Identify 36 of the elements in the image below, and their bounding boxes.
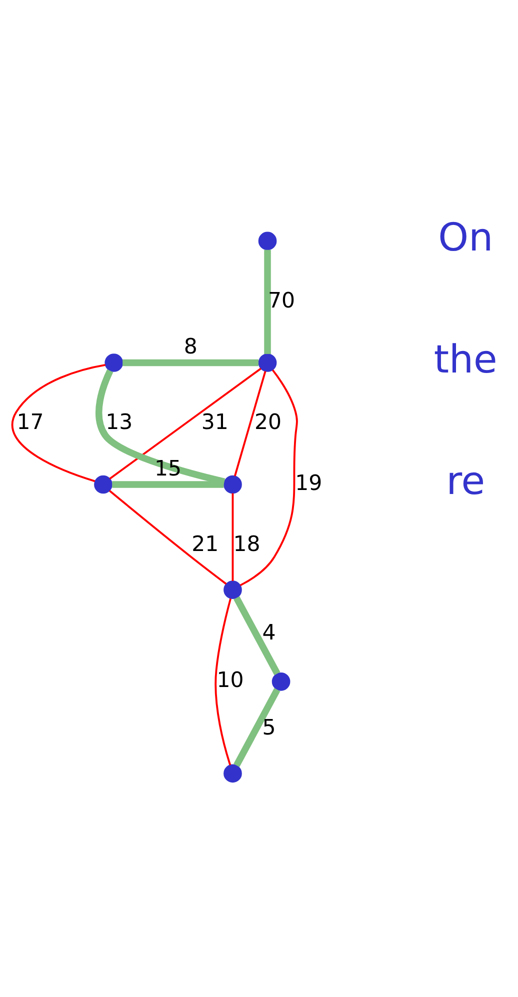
edge-label: 17	[16, 410, 44, 435]
connector	[240, 369, 298, 586]
connector	[234, 596, 280, 675]
edge-label: 5	[262, 714, 276, 740]
connector	[232, 492, 234, 580]
connector	[214, 598, 232, 765]
node-circle	[272, 672, 290, 690]
node-circle	[258, 353, 277, 372]
connector	[109, 367, 262, 480]
label: the	[434, 336, 498, 382]
node-circle	[258, 231, 277, 250]
node-circle	[224, 580, 242, 599]
node-circle	[224, 764, 242, 782]
edge-label: 70	[268, 288, 296, 313]
edge-label: 20	[254, 410, 282, 435]
connector	[122, 358, 259, 366]
edge-label: 8	[184, 334, 198, 360]
connector	[108, 490, 227, 584]
node-circle	[94, 474, 112, 494]
edge-label: 19	[295, 470, 322, 496]
edge-label: 31	[201, 410, 228, 435]
edge-label: 18	[233, 531, 260, 556]
connector	[112, 480, 224, 488]
connector	[234, 370, 266, 476]
connector	[264, 249, 271, 354]
connector	[96, 368, 226, 484]
node-circle	[224, 474, 242, 494]
edge-label: 13	[106, 410, 133, 435]
edge-label: 21	[192, 531, 219, 556]
edge-label: 10	[216, 668, 244, 693]
edge-label: 4	[262, 620, 276, 646]
label: re	[446, 458, 486, 504]
label: On	[438, 215, 494, 260]
connector	[234, 688, 280, 767]
node-circle	[104, 353, 124, 372]
connector	[12, 363, 106, 482]
